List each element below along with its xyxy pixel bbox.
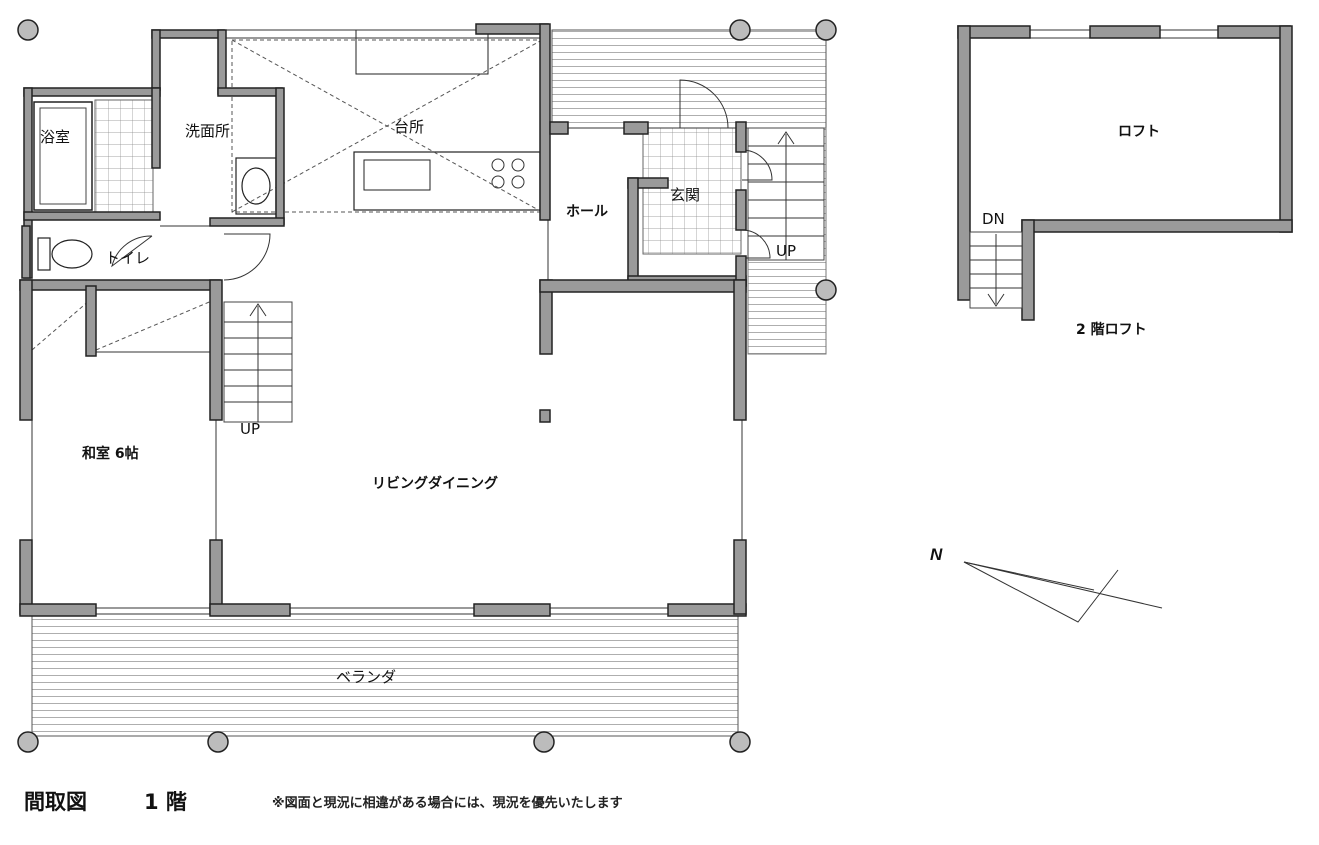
loft-stairs (969, 231, 1023, 309)
label-north: N (930, 545, 943, 564)
north-compass (963, 561, 1163, 623)
walls-loft (957, 25, 1293, 321)
label-stairs-up-main: UP (240, 420, 260, 438)
walls-first-floor (19, 23, 747, 617)
label-kitchen: 台所 (394, 118, 424, 136)
bath-tile-floor (94, 99, 154, 213)
label-loft-floor: 2 階ロフト (1076, 321, 1147, 338)
toilet-fixture (37, 237, 93, 271)
label-stairs-up-entrance: UP (776, 242, 796, 260)
entrance-tile-floor (642, 127, 742, 255)
label-washitsu: 和室 6帖 (82, 445, 139, 462)
main-stairs (223, 301, 293, 423)
label-hall: ホール (566, 204, 608, 220)
label-toilet: トイレ (105, 249, 150, 267)
washbasin (235, 157, 277, 215)
label-entrance: 玄関 (670, 186, 700, 204)
label-washroom: 洗面所 (185, 122, 230, 140)
label-bath: 浴室 (40, 128, 70, 146)
structural-posts (17, 19, 837, 753)
kitchen-counter (353, 29, 541, 211)
label-living-dining: リビングダイニング (372, 475, 498, 492)
plan-floor: 1 階 (144, 790, 187, 814)
label-loft: ロフト (1118, 124, 1160, 140)
entrance-stairs (747, 127, 825, 261)
plan-note: ※図面と現況に相違がある場合には、現況を優先いたします (272, 796, 623, 811)
label-stairs-down-loft: DN (982, 210, 1005, 228)
bathtub (33, 101, 93, 211)
washitsu-closet (31, 299, 215, 351)
door-swings (111, 79, 773, 281)
label-veranda: ベランダ (336, 668, 396, 686)
veranda-deck (31, 613, 739, 737)
plan-title: 間取図 (24, 790, 87, 814)
